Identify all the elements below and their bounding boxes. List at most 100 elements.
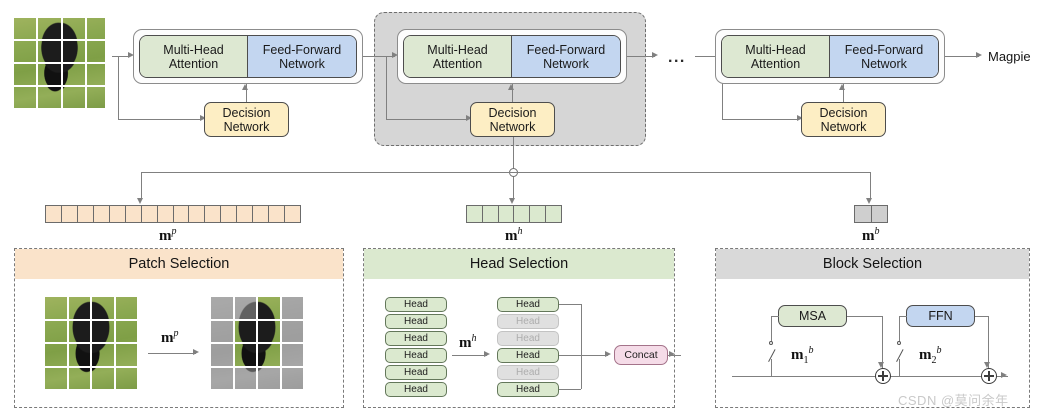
encoder-1-decision-up-arrow bbox=[242, 84, 249, 90]
output-arrow bbox=[976, 52, 982, 59]
output-head-1[interactable]: Head bbox=[497, 297, 559, 312]
output-head-4[interactable]: Head bbox=[497, 348, 559, 363]
head-selection-arrow-head bbox=[484, 351, 490, 358]
patch-cell-selected bbox=[234, 320, 256, 342]
input-head-2[interactable]: Head bbox=[385, 314, 447, 329]
msa-branch-top-line bbox=[771, 316, 779, 317]
patch-selection-panel: Patch Selection mp bbox=[14, 248, 344, 408]
input-head-3[interactable]: Head bbox=[385, 331, 447, 346]
patch-cell bbox=[92, 320, 114, 342]
patch-cell bbox=[86, 41, 109, 62]
patch-cell-masked bbox=[258, 367, 280, 389]
bus-to-block-mask-arrow bbox=[866, 198, 873, 204]
ffn-output-down-line bbox=[988, 316, 989, 370]
encoder-2-ffn[interactable]: Feed-Forward Network bbox=[512, 36, 620, 77]
patch-cell-selected bbox=[258, 344, 280, 366]
ffn-op-box[interactable]: FFN bbox=[906, 305, 975, 327]
patch-cell bbox=[68, 344, 90, 366]
patch-cell-selected bbox=[258, 297, 280, 319]
encoder1-to-encoder2-line bbox=[363, 56, 395, 57]
msa-branch-tap-line bbox=[771, 359, 772, 376]
residual-add-2 bbox=[981, 368, 997, 384]
patch-cell-masked bbox=[234, 367, 256, 389]
encoder-n-decision-network[interactable]: Decision Network bbox=[801, 102, 886, 137]
encoder-ellipsis: ... bbox=[668, 49, 686, 66]
input-head-5[interactable]: Head bbox=[385, 365, 447, 380]
encoder-2-decision-network[interactable]: Decision Network bbox=[470, 102, 555, 137]
encoder-n-inner: Multi-Head Attention Feed-Forward Networ… bbox=[721, 35, 939, 78]
encoder-n-ffn[interactable]: Feed-Forward Network bbox=[830, 36, 938, 77]
patch-cell-masked bbox=[211, 297, 233, 319]
patch-selection-arrow-label: mp bbox=[161, 328, 179, 346]
patch-cell-selected bbox=[258, 320, 280, 342]
patch-selection-title: Patch Selection bbox=[15, 249, 343, 279]
input-head-6[interactable]: Head bbox=[385, 382, 447, 397]
input-head-4[interactable]: Head bbox=[385, 348, 447, 363]
output-head-5[interactable]: Head bbox=[497, 365, 559, 380]
patch-cell bbox=[115, 320, 137, 342]
watermark: CSDN @莫问余年 bbox=[898, 393, 1009, 408]
patch-cell bbox=[62, 87, 85, 108]
head1-out-line bbox=[559, 304, 581, 305]
patch-cell bbox=[14, 64, 37, 85]
patch-cell bbox=[38, 18, 61, 39]
ffn-output-top-line bbox=[975, 316, 989, 317]
patch-cell-masked bbox=[281, 367, 303, 389]
output-head-6[interactable]: Head bbox=[497, 382, 559, 397]
encoder-1-decision-network[interactable]: Decision Network bbox=[204, 102, 289, 137]
patch-mask-vector bbox=[45, 205, 301, 223]
msa-branch-up-line bbox=[771, 316, 772, 343]
head6-out-line bbox=[559, 389, 581, 390]
patch-cell bbox=[45, 320, 67, 342]
input-image-patch-grid bbox=[14, 18, 109, 108]
msa-switch-pivot-top bbox=[769, 341, 773, 345]
patch-cell bbox=[45, 367, 67, 389]
ffn-branch-top-line bbox=[899, 316, 907, 317]
encoder-2-decision-up-line bbox=[512, 84, 513, 102]
output-head-2[interactable]: Head bbox=[497, 314, 559, 329]
patch-cell-selected bbox=[234, 344, 256, 366]
head-concat-feed-arrow bbox=[605, 351, 611, 358]
concat-node[interactable]: Concat bbox=[614, 345, 668, 365]
patch-cell bbox=[14, 87, 37, 108]
concat-out-arrow bbox=[669, 351, 675, 358]
patch-cell-masked bbox=[211, 320, 233, 342]
patch-selection-masked-grid bbox=[211, 297, 303, 389]
patch-mask-label: mp bbox=[159, 226, 177, 244]
msa-op-box[interactable]: MSA bbox=[778, 305, 847, 327]
patch-cell bbox=[38, 87, 61, 108]
patch-selection-arrow-head bbox=[193, 349, 199, 356]
encoder-1-msa[interactable]: Multi-Head Attention bbox=[140, 36, 248, 77]
patch-cell bbox=[62, 18, 85, 39]
bus-to-head-mask-line bbox=[513, 177, 514, 200]
head-mask-vector bbox=[466, 205, 562, 223]
msa-output-down-line bbox=[882, 316, 883, 370]
encoder2-input-branch bbox=[386, 56, 387, 119]
head4-out-line bbox=[559, 355, 581, 356]
patch-cell bbox=[92, 297, 114, 319]
msa-output-top-line bbox=[847, 316, 883, 317]
patch-cell bbox=[68, 297, 90, 319]
patch-cell-masked bbox=[281, 344, 303, 366]
input-to-decision-line bbox=[118, 119, 202, 120]
block-mask-label: mb bbox=[862, 226, 880, 244]
patch-cell bbox=[38, 41, 61, 62]
encoder-2-decision-up-arrow bbox=[508, 84, 515, 90]
input-head-1[interactable]: Head bbox=[385, 297, 447, 312]
patch-cell bbox=[62, 64, 85, 85]
head-concat-bus bbox=[581, 304, 582, 389]
ffn-branch-tap-line bbox=[899, 359, 900, 376]
patch-cell bbox=[86, 18, 109, 39]
encoder-n-msa[interactable]: Multi-Head Attention bbox=[722, 36, 830, 77]
encoder-2-msa[interactable]: Multi-Head Attention bbox=[404, 36, 512, 77]
encoder-1-ffn[interactable]: Feed-Forward Network bbox=[248, 36, 356, 77]
patch-cell-masked bbox=[281, 320, 303, 342]
head-mask-label: mh bbox=[505, 226, 523, 244]
patch-cell-masked bbox=[211, 367, 233, 389]
msa-output-arrow bbox=[878, 362, 885, 368]
output-head-3[interactable]: Head bbox=[497, 331, 559, 346]
input-feed-line bbox=[112, 56, 130, 57]
patch-cell bbox=[14, 18, 37, 39]
encoderN-input-to-decision bbox=[722, 119, 799, 120]
